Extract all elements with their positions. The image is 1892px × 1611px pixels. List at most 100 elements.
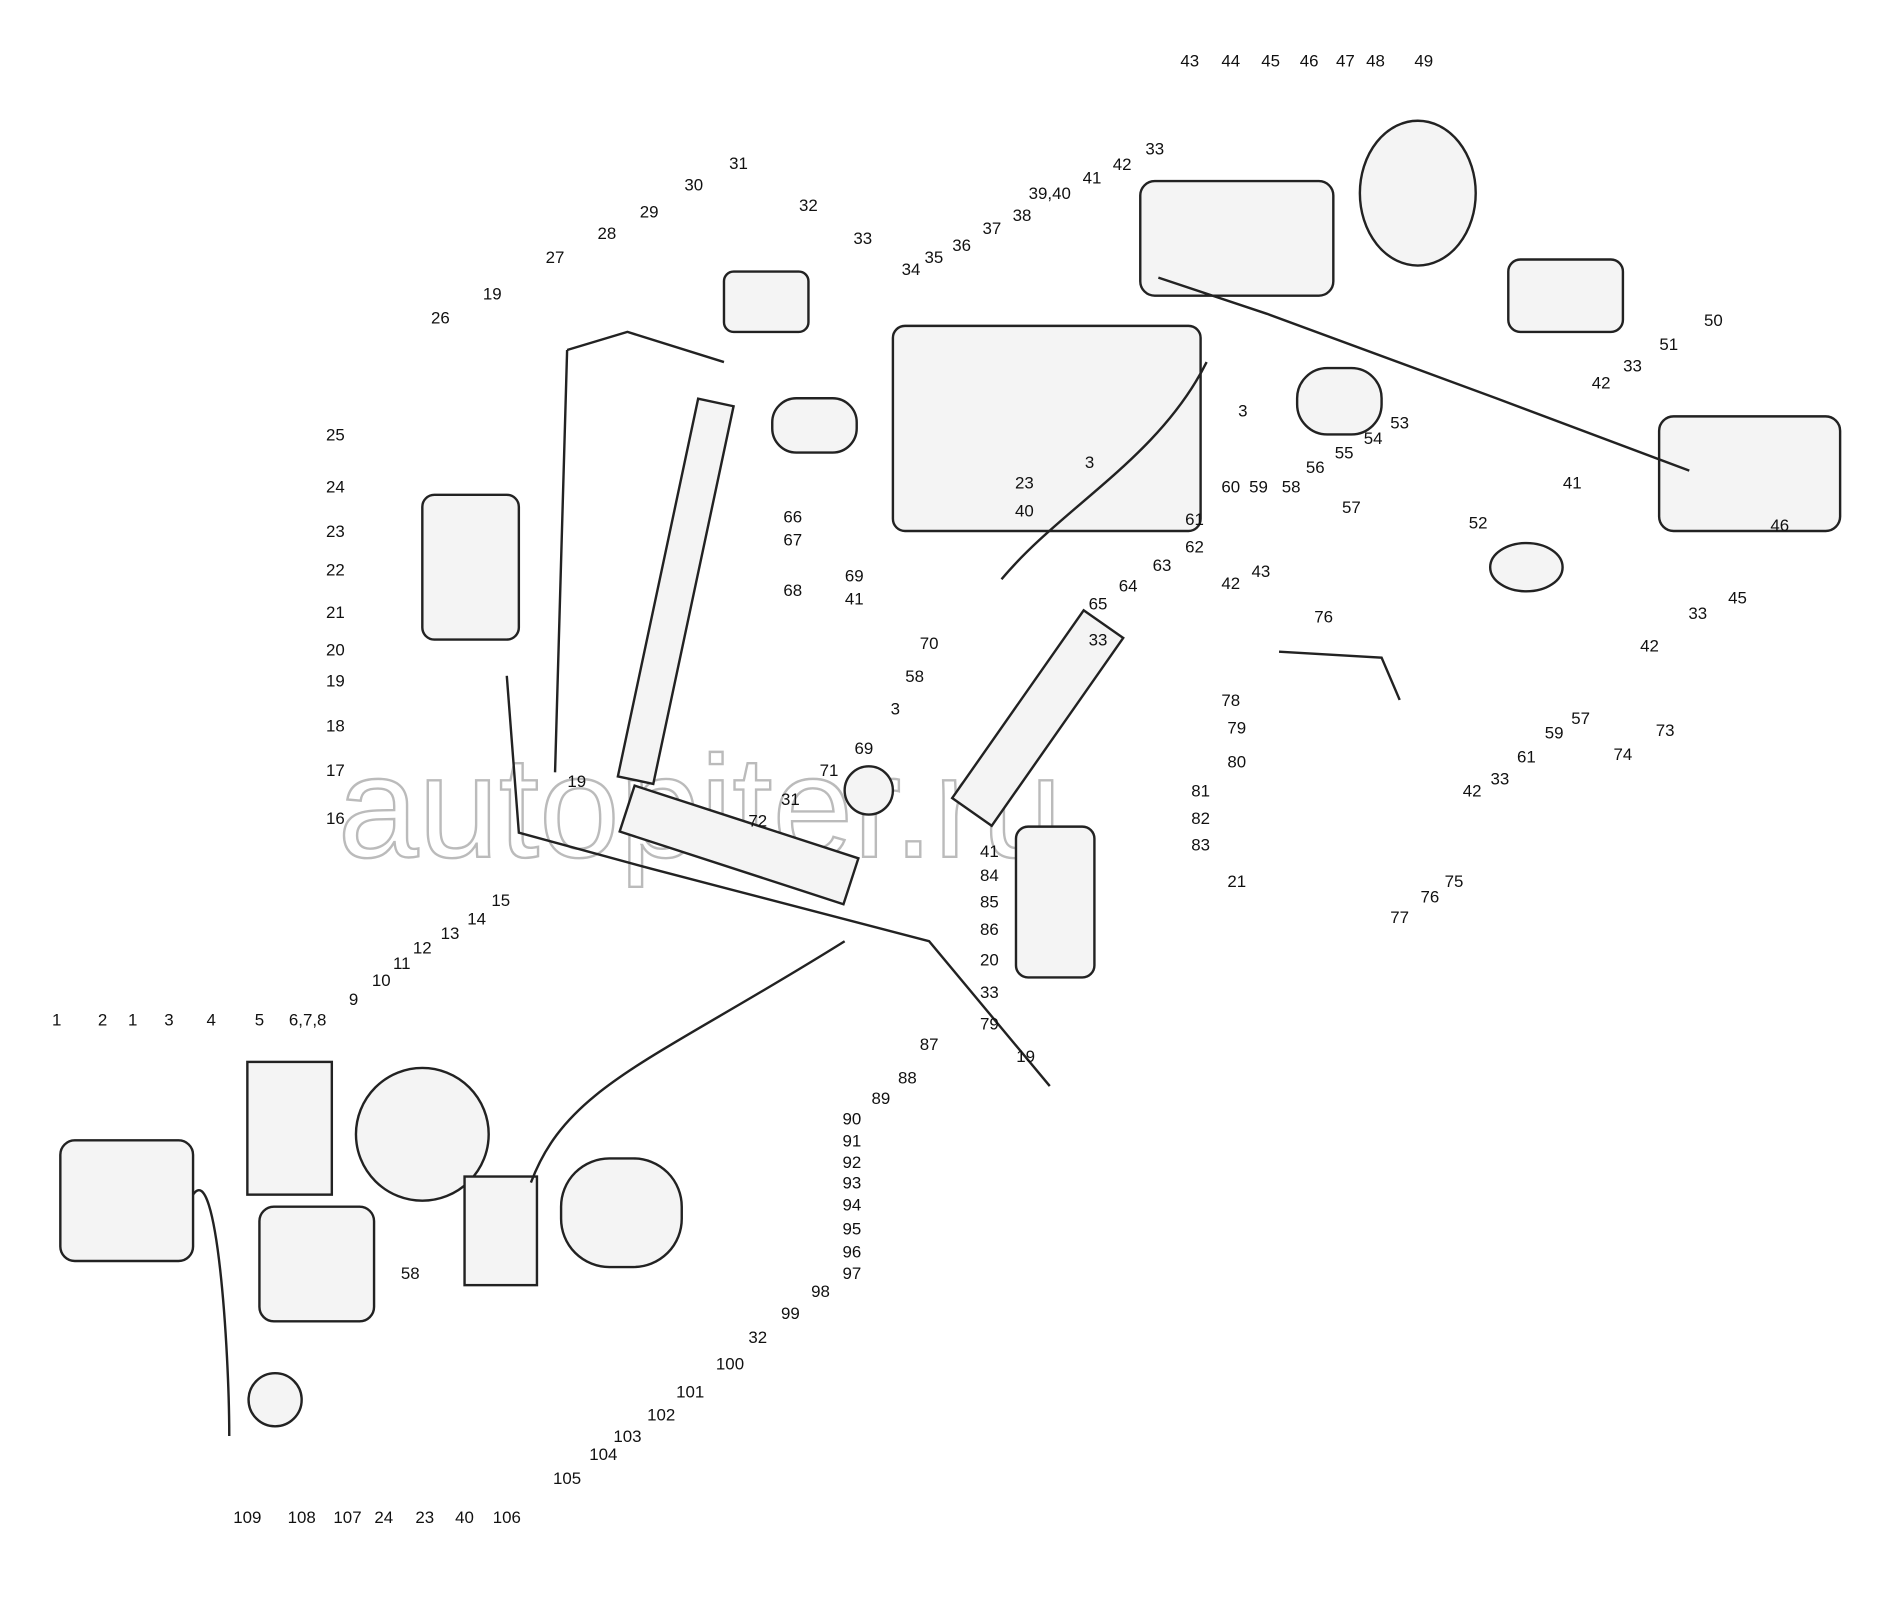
callout-20: 20 <box>326 640 345 659</box>
callout-44: 44 <box>1221 51 1240 70</box>
callout-17: 17 <box>326 761 345 780</box>
callout-78: 78 <box>1221 691 1240 710</box>
horn <box>247 1372 303 1428</box>
callout-102: 102 <box>647 1405 675 1424</box>
callout-104: 104 <box>589 1445 617 1464</box>
callout-33: 33 <box>1490 769 1509 788</box>
callout-47: 47 <box>1336 51 1355 70</box>
callout-28: 28 <box>598 224 617 243</box>
wire <box>192 1189 231 1436</box>
callout-103: 103 <box>613 1427 641 1446</box>
relay-bracket <box>463 1175 539 1287</box>
callout-63: 63 <box>1153 556 1172 575</box>
callout-85: 85 <box>980 892 999 911</box>
alternator <box>354 1066 490 1202</box>
callout-94: 94 <box>842 1195 861 1214</box>
callout-45: 45 <box>1728 588 1747 607</box>
callout-20: 20 <box>980 950 999 969</box>
callout-46: 46 <box>1770 516 1789 535</box>
callout-99: 99 <box>781 1304 800 1323</box>
callout-90: 90 <box>842 1110 861 1129</box>
callout-86: 86 <box>980 920 999 939</box>
callout-32: 32 <box>799 196 818 215</box>
wiper-blade <box>616 397 735 786</box>
callout-57: 57 <box>1342 498 1361 517</box>
callout-14: 14 <box>467 909 486 928</box>
rear-light-top <box>1139 179 1335 297</box>
callout-43: 43 <box>1252 562 1271 581</box>
callout-40: 40 <box>1015 502 1034 521</box>
callout-59: 59 <box>1249 477 1268 496</box>
voltage-regulator <box>722 270 810 334</box>
callout-62: 62 <box>1185 538 1204 557</box>
callout-49: 49 <box>1414 51 1433 70</box>
callout-15: 15 <box>491 891 510 910</box>
side-light-left <box>421 493 521 641</box>
parts <box>59 119 1842 1428</box>
callout-51: 51 <box>1659 335 1678 354</box>
callout-10: 10 <box>372 971 391 990</box>
callout-19: 19 <box>483 284 502 303</box>
callout-76: 76 <box>1314 608 1333 627</box>
callout-19: 19 <box>326 672 345 691</box>
ground-strap <box>1278 650 1401 701</box>
callout-91: 91 <box>842 1131 861 1150</box>
callout-43: 43 <box>1180 51 1199 70</box>
callout-71: 71 <box>820 761 839 780</box>
callout-33: 33 <box>1145 140 1164 159</box>
callout-58: 58 <box>905 667 924 686</box>
callout-66: 66 <box>783 508 802 527</box>
callout-3: 3 <box>1085 453 1094 472</box>
starter-motor <box>559 1157 683 1269</box>
callout-11: 11 <box>393 954 411 973</box>
callout-5: 5 <box>255 1011 264 1030</box>
callout-92: 92 <box>842 1153 861 1172</box>
callout-24: 24 <box>374 1508 393 1527</box>
callout-31: 31 <box>729 154 748 173</box>
callout-41: 41 <box>980 842 999 861</box>
fuse-panel <box>618 784 860 906</box>
callout-74: 74 <box>1614 745 1633 764</box>
battery <box>891 324 1202 533</box>
callout-42: 42 <box>1463 781 1482 800</box>
callout-50: 50 <box>1704 311 1723 330</box>
callout-36: 36 <box>952 236 971 255</box>
callout-84: 84 <box>980 866 999 885</box>
callout-52: 52 <box>1469 514 1488 533</box>
callout-18: 18 <box>326 716 345 735</box>
callout-69: 69 <box>845 567 864 586</box>
callout-25: 25 <box>326 425 345 444</box>
callout-46: 46 <box>1300 51 1319 70</box>
callout-82: 82 <box>1191 809 1210 828</box>
callout-75: 75 <box>1445 872 1464 891</box>
switch <box>843 765 895 816</box>
callout-37: 37 <box>982 219 1001 238</box>
callout-40: 40 <box>455 1508 474 1527</box>
callout-1: 1 <box>52 1011 61 1030</box>
callout-1: 1 <box>128 1011 137 1030</box>
callout-69: 69 <box>855 739 874 758</box>
callout-108: 108 <box>288 1508 316 1527</box>
callout-83: 83 <box>1191 836 1210 855</box>
callout-32: 32 <box>748 1328 767 1347</box>
callout-54: 54 <box>1364 429 1383 448</box>
callout-87: 87 <box>920 1035 939 1054</box>
callout-3: 3 <box>1238 401 1247 420</box>
callout-29: 29 <box>640 202 659 221</box>
callout-96: 96 <box>842 1242 861 1261</box>
callout-39-40: 39,40 <box>1029 184 1071 203</box>
callout-33: 33 <box>980 983 999 1002</box>
callout-19: 19 <box>567 772 586 791</box>
callout-107: 107 <box>333 1508 361 1527</box>
callout-42: 42 <box>1640 637 1659 656</box>
callout-72: 72 <box>748 812 767 831</box>
callout-3: 3 <box>891 699 900 718</box>
headlight-left <box>59 1139 195 1263</box>
callout-35: 35 <box>925 248 944 267</box>
callout-42: 42 <box>1221 574 1240 593</box>
callout-12: 12 <box>413 938 432 957</box>
work-light <box>1358 119 1477 267</box>
callout-48: 48 <box>1366 51 1385 70</box>
rear-light-right <box>1657 415 1842 533</box>
socket <box>1295 366 1383 436</box>
